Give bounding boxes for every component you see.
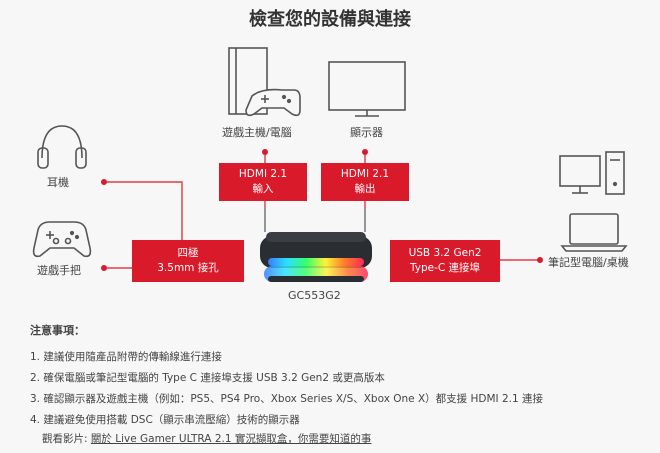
product-model-label: GC553G2 xyxy=(288,289,341,302)
video-line: 觀看影片: 關於 Live Gamer ULTRA 2.1 實況擷取盒，你需要知… xyxy=(30,431,543,448)
audio-jack-line2: 3.5mm 接孔 xyxy=(157,262,219,274)
hdmi-output-line1: HDMI 2.1 xyxy=(340,168,390,180)
console-label: 遊戲主機/電腦 xyxy=(222,126,292,139)
headphones-label: 耳機 xyxy=(47,176,69,189)
desktop-icon xyxy=(559,151,625,195)
audio-jack-port-box: 四極 3.5mm 接孔 xyxy=(132,240,244,282)
console-pc-icon xyxy=(228,47,301,117)
capture-box-device xyxy=(260,232,372,282)
note-item: 4. 建議避免使用搭載 DSC（顯示串流壓縮）技術的顯示器 xyxy=(30,414,300,426)
video-prefix: 觀看影片: xyxy=(42,433,91,445)
page-title: 檢查您的設備與連接 xyxy=(249,9,411,30)
hdmi-output-port-box: HDMI 2.1 輸出 xyxy=(321,163,409,201)
line-headphones-audio xyxy=(104,181,183,240)
display-icon xyxy=(328,61,406,117)
laptop-icon xyxy=(560,213,628,252)
note-item: 3. 確認顯示器及遊戲主機（例如：PS5、PS4 Pro、Xbox Series… xyxy=(30,393,544,405)
laptop-label: 筆記型電腦/桌機 xyxy=(548,256,629,269)
hdmi-output-line2: 輸出 xyxy=(354,183,376,195)
usb-port-line2: Type-C 連接埠 xyxy=(409,262,481,274)
gamepad-icon xyxy=(32,221,92,258)
controller-label: 遊戲手把 xyxy=(37,264,81,277)
hdmi-input-port-box: HDMI 2.1 輸入 xyxy=(219,163,307,201)
display-label: 顯示器 xyxy=(350,126,383,139)
note-item: 1. 建議使用隨產品附帶的傳輸線進行連接 xyxy=(30,351,222,363)
hdmi-input-line1: HDMI 2.1 xyxy=(238,168,288,180)
usb-port-box: USB 3.2 Gen2 Type-C 連接埠 xyxy=(390,240,500,282)
video-link[interactable]: 關於 Live Gamer ULTRA 2.1 實況擷取盒，你需要知道的事 xyxy=(90,433,372,445)
note-item: 2. 確保電腦或筆記型電腦的 Type C 連接埠支援 USB 3.2 Gen2… xyxy=(30,372,385,384)
notes-heading: 注意事項： xyxy=(30,324,85,337)
audio-jack-line1: 四極 xyxy=(177,247,199,259)
hdmi-input-line2: 輸入 xyxy=(252,183,274,195)
notes-section: 注意事項： 1. 建議使用隨產品附帶的傳輸線進行連接 2. 確保電腦或筆記型電腦… xyxy=(30,322,543,448)
connection-dots xyxy=(101,149,543,271)
headphones-icon xyxy=(37,125,87,169)
usb-port-line1: USB 3.2 Gen2 xyxy=(408,247,482,259)
